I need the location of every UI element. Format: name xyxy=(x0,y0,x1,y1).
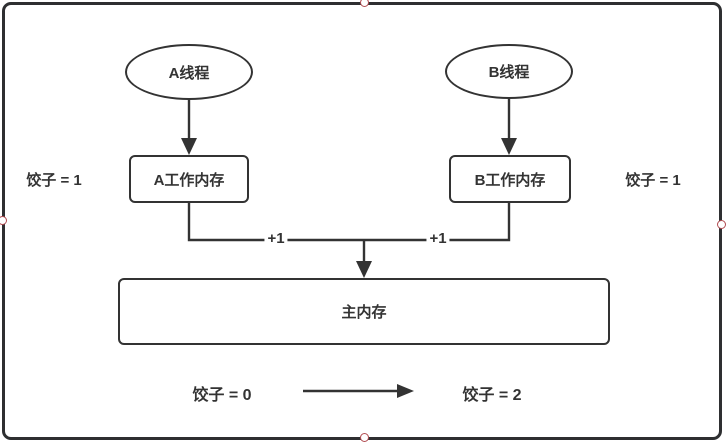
wire-workmem-a-to-center xyxy=(187,203,364,242)
result-before-label: 饺子 = 0 xyxy=(192,387,252,404)
node-main-memory[interactable]: 主内存 xyxy=(118,278,610,345)
left-value-label: 饺子 = 1 xyxy=(26,172,82,189)
node-working-memory-a[interactable]: A工作内存 xyxy=(129,155,249,203)
thread-b-label: B线程 xyxy=(488,64,530,81)
selection-handle-left[interactable] xyxy=(0,216,7,225)
arrowhead-a xyxy=(181,138,197,155)
wire-workmem-b-to-center xyxy=(364,203,511,242)
working-memory-a-label: A工作内存 xyxy=(153,171,225,189)
thread-a-label: A线程 xyxy=(168,64,210,82)
selection-handle-top[interactable] xyxy=(360,0,369,7)
working-memory-b-label: B工作内存 xyxy=(474,171,546,189)
increment-a-label: +1 xyxy=(264,230,288,247)
main-memory-label: 主内存 xyxy=(341,304,387,321)
increment-b-label: +1 xyxy=(426,230,450,247)
node-thread-b[interactable]: B线程 xyxy=(445,44,573,99)
right-value-label: 饺子 = 1 xyxy=(625,172,681,189)
node-thread-a[interactable]: A线程 xyxy=(125,44,253,100)
arrowhead-b xyxy=(501,138,517,155)
selection-handle-bottom[interactable] xyxy=(360,433,369,442)
selection-handle-right[interactable] xyxy=(717,220,726,229)
arrowhead-main xyxy=(356,261,372,278)
node-working-memory-b[interactable]: B工作内存 xyxy=(449,155,571,203)
result-after-label: 饺子 = 2 xyxy=(462,387,522,404)
arrowhead-result xyxy=(397,384,414,398)
